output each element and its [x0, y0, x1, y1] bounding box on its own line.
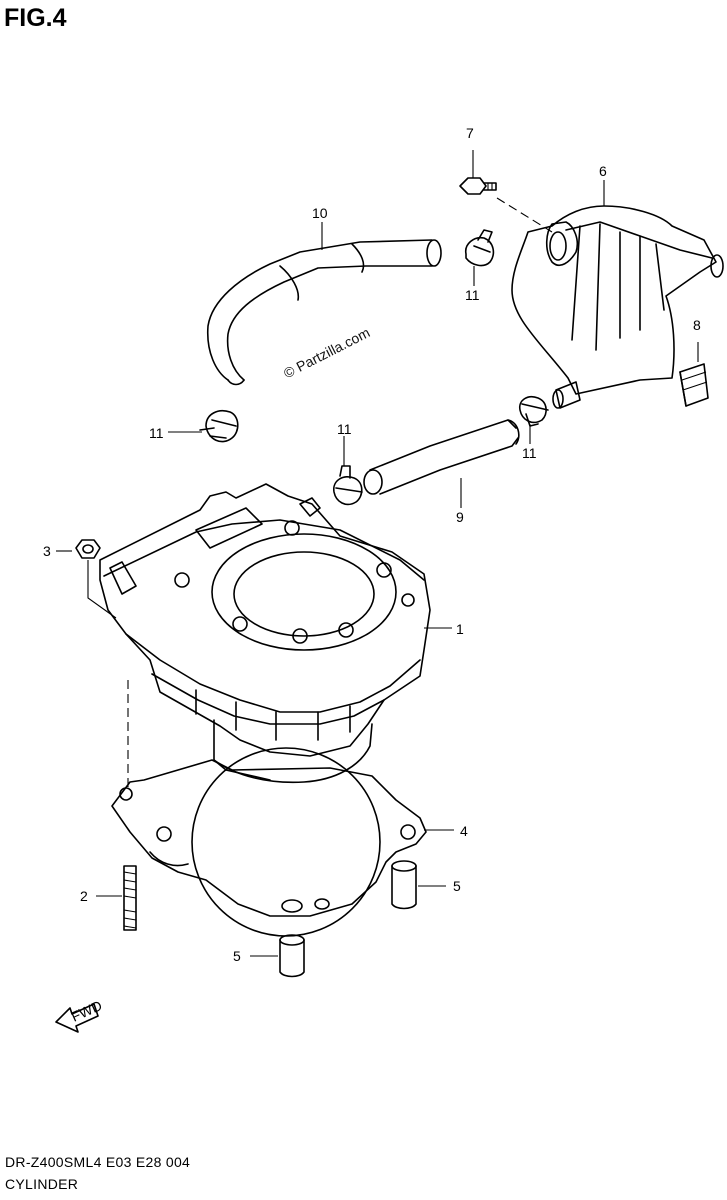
- callout-8: 8: [693, 317, 701, 333]
- hose-clamp-part-11-a[interactable]: [464, 229, 495, 267]
- callout-6: 6: [599, 163, 607, 179]
- cylinder-gasket-part-4[interactable]: [111, 747, 427, 937]
- callout-10: 10: [312, 205, 328, 221]
- callout-11-c: 11: [337, 421, 352, 437]
- dowel-pin-part-5-b[interactable]: [279, 934, 305, 978]
- figure-title: FIG.4: [4, 4, 67, 32]
- callout-9: 9: [456, 509, 464, 525]
- model-code: DR-Z400SML4 E03 E28 004: [5, 1154, 191, 1170]
- callout-11-b: 11: [149, 425, 164, 441]
- callout-7: 7: [466, 125, 474, 141]
- dowel-pin-part-5-a[interactable]: [391, 860, 417, 910]
- hose-clamp-part-11-d[interactable]: [518, 395, 549, 427]
- leader-3-to-cylinder: [87, 560, 117, 619]
- callout-11-d: 11: [522, 445, 537, 461]
- callout-5-a: 5: [453, 878, 461, 894]
- callout-4: 4: [460, 823, 468, 839]
- callout-1: 1: [456, 621, 464, 637]
- callout-11-a: 11: [465, 287, 480, 303]
- callout-2: 2: [80, 888, 88, 904]
- callout-5-b: 5: [233, 948, 241, 964]
- hose-clamp-part-11-b[interactable]: [199, 410, 239, 443]
- hose-clamp-part-11-c[interactable]: [333, 465, 363, 506]
- cylinder-part-1[interactable]: [99, 483, 431, 784]
- hose-part-10[interactable]: [206, 239, 442, 386]
- section-name: CYLINDER: [5, 1176, 79, 1192]
- bolt-7-leader-dashed: [496, 197, 553, 233]
- nut-part-3[interactable]: [75, 539, 101, 559]
- callout-3: 3: [43, 543, 51, 559]
- forward-arrow-icon: FWD: [55, 997, 104, 1033]
- thermostat-case-part-6[interactable]: [511, 205, 724, 409]
- hose-part-9[interactable]: [363, 419, 520, 495]
- stud-bolt-part-2[interactable]: [123, 865, 137, 931]
- bolt-part-7[interactable]: [459, 177, 497, 195]
- cap-part-8[interactable]: [679, 363, 709, 407]
